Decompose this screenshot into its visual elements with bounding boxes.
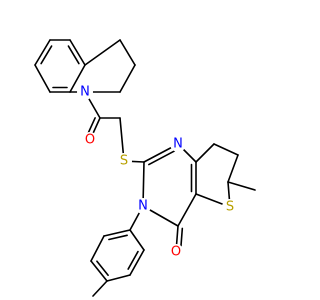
- atom-label-s-thiophene: S: [226, 200, 234, 215]
- bond: [69, 39, 86, 66]
- bond: [177, 193, 197, 227]
- bond: [40, 45, 53, 65]
- bond: [148, 148, 179, 166]
- atom-label-n-tetrahydroquinoline: N: [80, 85, 90, 100]
- bonds-layer: [34, 39, 256, 297]
- atom-label-o-carbonyl-linker: O: [85, 133, 95, 148]
- atom-label-n-pyrimidine-top: N: [173, 137, 183, 152]
- molecule-structure: N O S N N S O: [34, 39, 256, 297]
- bond: [108, 234, 128, 241]
- bond: [119, 39, 136, 66]
- bond: [227, 154, 239, 183]
- bond: [34, 39, 51, 66]
- atom-label-o-carbonyl-ring: O: [171, 245, 181, 260]
- bond: [119, 64, 136, 93]
- bond: [103, 229, 131, 237]
- atom-n-pyrimidine-top: N: [170, 136, 186, 152]
- atom-labels-layer: N O S N N S O: [77, 84, 238, 260]
- bond: [195, 143, 215, 163]
- atom-s-thiophene: S: [222, 199, 238, 215]
- bond: [227, 181, 256, 191]
- bond: [90, 235, 105, 262]
- atom-n-pyrimidine-aryl: N: [135, 198, 151, 214]
- atom-o-carbonyl-ring: O: [168, 244, 184, 260]
- bond: [67, 45, 80, 65]
- bond: [96, 260, 109, 276]
- atom-o-carbonyl-linker: O: [82, 132, 98, 148]
- bond: [90, 260, 108, 282]
- bond: [84, 39, 121, 66]
- bond: [129, 229, 145, 251]
- molecule-canvas: N O S N N S O: [34, 39, 256, 297]
- bond: [127, 250, 139, 270]
- atom-label-s-thioether: S: [120, 154, 128, 169]
- bond: [92, 280, 108, 297]
- bond: [34, 64, 51, 93]
- bond: [129, 249, 145, 276]
- bond: [106, 274, 131, 282]
- bond: [213, 143, 239, 156]
- atom-n-tetrahydroquinoline: N: [77, 84, 93, 100]
- atom-s-thioether: S: [116, 153, 132, 169]
- atom-label-n-pyrimidine-aryl: N: [138, 199, 148, 214]
- bond: [69, 64, 86, 93]
